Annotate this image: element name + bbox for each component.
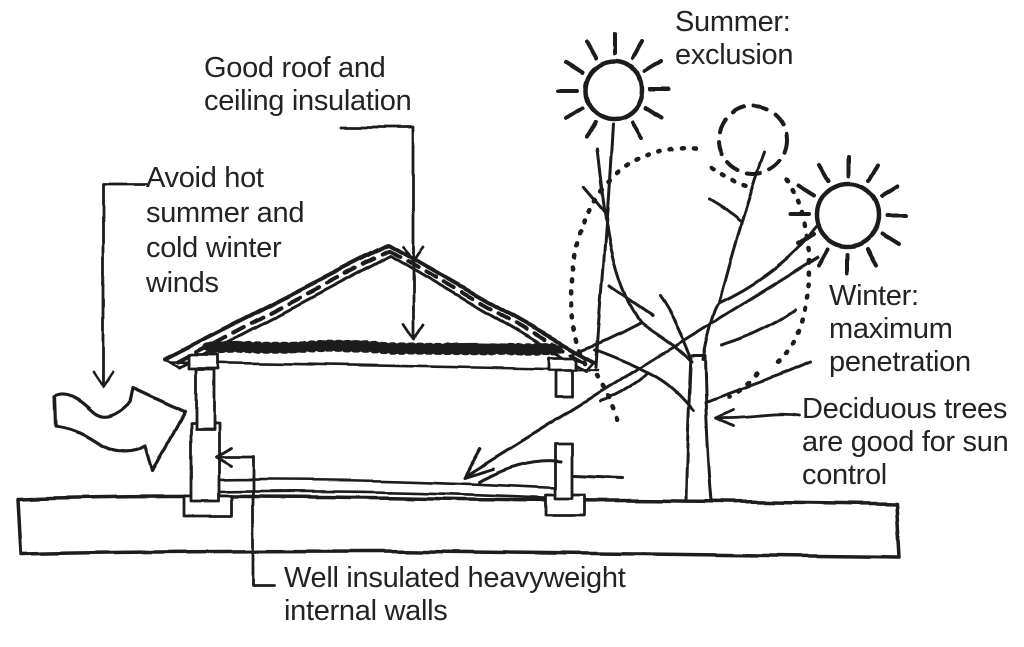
summer-ray (594, 122, 615, 369)
roof (163, 243, 596, 373)
house-floor (213, 474, 625, 500)
leader-internal-walls (214, 446, 277, 588)
right-wall (544, 356, 587, 518)
label-avoid-winds: Avoid hot summer and cold winter winds (146, 162, 305, 299)
label-internal-walls: Well insulated heavyweight internal wall… (284, 562, 626, 627)
winter-ray (462, 255, 820, 484)
label-roof-insulation: Good roof and ceiling insulation (204, 52, 412, 117)
label-deciduous-trees: Deciduous trees are good for sun control (802, 393, 1009, 491)
left-wall (182, 353, 234, 518)
winter-sun-icon (788, 155, 908, 275)
leader-roof-insulation (339, 125, 425, 341)
leader-deciduous (714, 408, 802, 428)
leader-avoid-winds (91, 182, 148, 389)
ground-slab (16, 494, 902, 559)
tree-trunk (684, 354, 714, 503)
ceiling-insulation (168, 340, 600, 372)
summer-sun-icon (556, 32, 672, 140)
label-summer-exclusion: Summer: exclusion (675, 6, 794, 71)
tree-branches (572, 148, 818, 412)
wind-arrow-icon (53, 386, 187, 473)
high-sun-dashed-icon (717, 104, 789, 176)
label-winter-penetration: Winter: maximum penetration (829, 280, 971, 378)
